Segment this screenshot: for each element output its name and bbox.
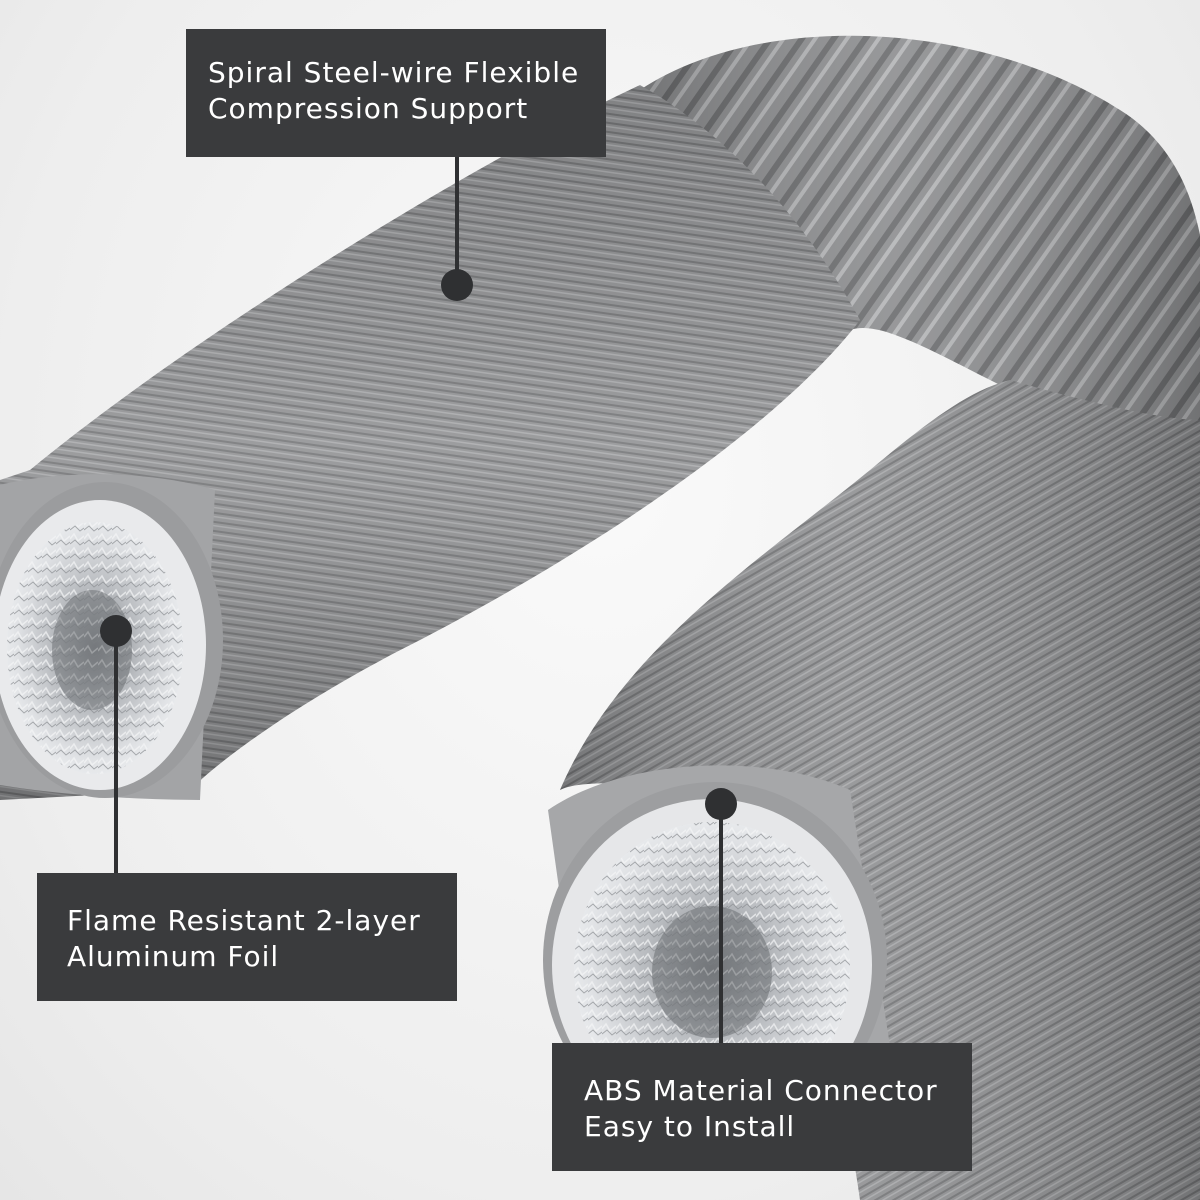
leader-line-top xyxy=(455,157,459,285)
callout-steel-wire-line2: Compression Support xyxy=(208,92,529,125)
callout-steel-wire-line1: Spiral Steel-wire Flexible xyxy=(208,56,580,89)
marker-dot-left xyxy=(100,615,132,647)
callout-aluminum-foil-line2: Aluminum Foil xyxy=(67,940,280,973)
callout-aluminum-foil: Flame Resistant 2-layer Aluminum Foil xyxy=(37,873,457,1001)
leader-line-right xyxy=(719,803,723,1043)
callout-aluminum-foil-line1: Flame Resistant 2-layer xyxy=(67,904,421,937)
callout-abs-connector-line2: Easy to Install xyxy=(584,1110,796,1143)
callout-steel-wire: Spiral Steel-wire Flexible Compression S… xyxy=(186,29,606,157)
callout-abs-connector: ABS Material Connector Easy to Install xyxy=(552,1043,972,1171)
callout-abs-connector-line1: ABS Material Connector xyxy=(584,1074,938,1107)
marker-dot-right xyxy=(705,788,737,820)
leader-line-left xyxy=(114,628,118,873)
marker-dot-top xyxy=(441,269,473,301)
